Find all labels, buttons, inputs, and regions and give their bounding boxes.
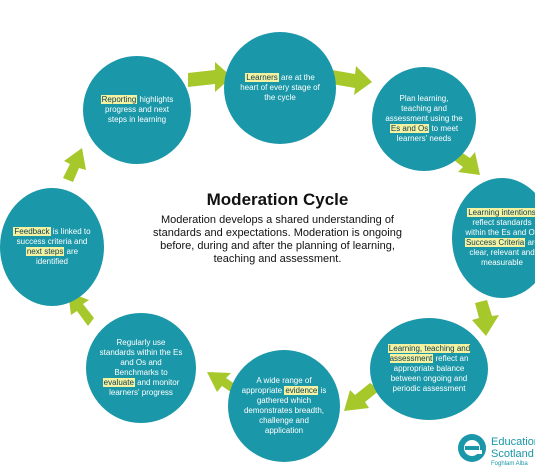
stage-text-part: is gathered which demonstrates breadth, …: [243, 386, 327, 435]
stage-text: Learning intentions reflect standards wi…: [464, 208, 535, 268]
stage-text-part: A wide range of appropriate: [241, 376, 312, 395]
arrow-reporting-to-learners: [188, 62, 232, 92]
education-scotland-logo: Education Scotland Foghlam Alba: [455, 430, 535, 475]
stage-text: A wide range of appropriate evidence is …: [240, 376, 328, 436]
key-phrase: next steps: [25, 247, 65, 256]
stage-text-part: are clear, relevant and measurable: [469, 238, 535, 267]
stage-text-part: reflect standards within the Es and Os: [465, 218, 535, 237]
arrow-learners-to-plan: [332, 66, 372, 95]
diagram-title: Moderation Cycle: [206, 190, 349, 209]
arrow-feedback-to-reporting: [63, 148, 86, 182]
key-phrase: Reporting: [100, 95, 138, 104]
key-phrase: evidence: [284, 386, 319, 395]
stage-text: Learners are at the heart of every stage…: [236, 73, 324, 103]
stage-evaluate: Regularly use standards within the Es an…: [86, 313, 196, 423]
stage-text-part: Plan learning, teaching and assessment u…: [385, 94, 463, 123]
stage-text-part: highlights progress and next steps in le…: [104, 95, 174, 124]
logo-line-3: Foghlam Alba: [491, 461, 528, 467]
arrow-assessment-to-evidence: [344, 383, 380, 411]
logo-line-2: Scotland: [491, 448, 534, 460]
stage-text-part: is linked to success criteria and: [16, 227, 91, 246]
key-phrase: Es and Os: [389, 124, 430, 133]
stage-learners: Learners are at the heart of every stage…: [224, 32, 336, 144]
stage-text: Regularly use standards within the Es an…: [98, 338, 184, 398]
stage-text: Reporting highlights progress and next s…: [95, 95, 179, 125]
center-caption: Moderation Cycle Moderation develops a s…: [150, 190, 405, 266]
stage-evidence: A wide range of appropriate evidence is …: [228, 350, 340, 462]
key-phrase: evaluate: [102, 378, 135, 387]
stage-text: Plan learning, teaching and assessment u…: [384, 94, 464, 144]
logo-line-1: Education: [491, 436, 535, 448]
stage-text-part: reflect an appropriate balance between o…: [390, 354, 469, 393]
stage-reporting: Reporting highlights progress and next s…: [83, 56, 191, 164]
logo-mark-icon: [458, 434, 486, 462]
stage-text-part: are at the heart of every stage of the c…: [240, 73, 320, 102]
stage-text-part: are identified: [35, 247, 79, 266]
stage-text: Feedback is linked to success criteria a…: [12, 227, 92, 267]
stage-plan-learning: Plan learning, teaching and assessment u…: [372, 67, 476, 171]
stage-text-part: Regularly use standards within the Es an…: [99, 338, 183, 377]
key-phrase: Success Criteria: [464, 238, 526, 247]
stage-text-part: to meet learners' needs: [396, 124, 459, 143]
arrow-intentions-to-assessment: [472, 300, 499, 336]
stage-learning-teaching-assessment: Learning, teaching and assessment reflec…: [370, 318, 488, 420]
key-phrase: Feedback: [13, 227, 51, 236]
stage-feedback: Feedback is linked to success criteria a…: [0, 188, 104, 306]
stage-text-part: and monitor learners' progress: [109, 378, 180, 397]
key-phrase: Learners: [245, 73, 279, 82]
diagram-description: Moderation develops a shared understandi…: [153, 214, 402, 265]
arrow-evaluate-to-feedback: [68, 292, 94, 326]
stage-learning-intentions: Learning intentions reflect standards wi…: [452, 178, 535, 298]
stage-text: Learning, teaching and assessment reflec…: [382, 344, 476, 394]
key-phrase: Learning intentions: [467, 208, 535, 217]
